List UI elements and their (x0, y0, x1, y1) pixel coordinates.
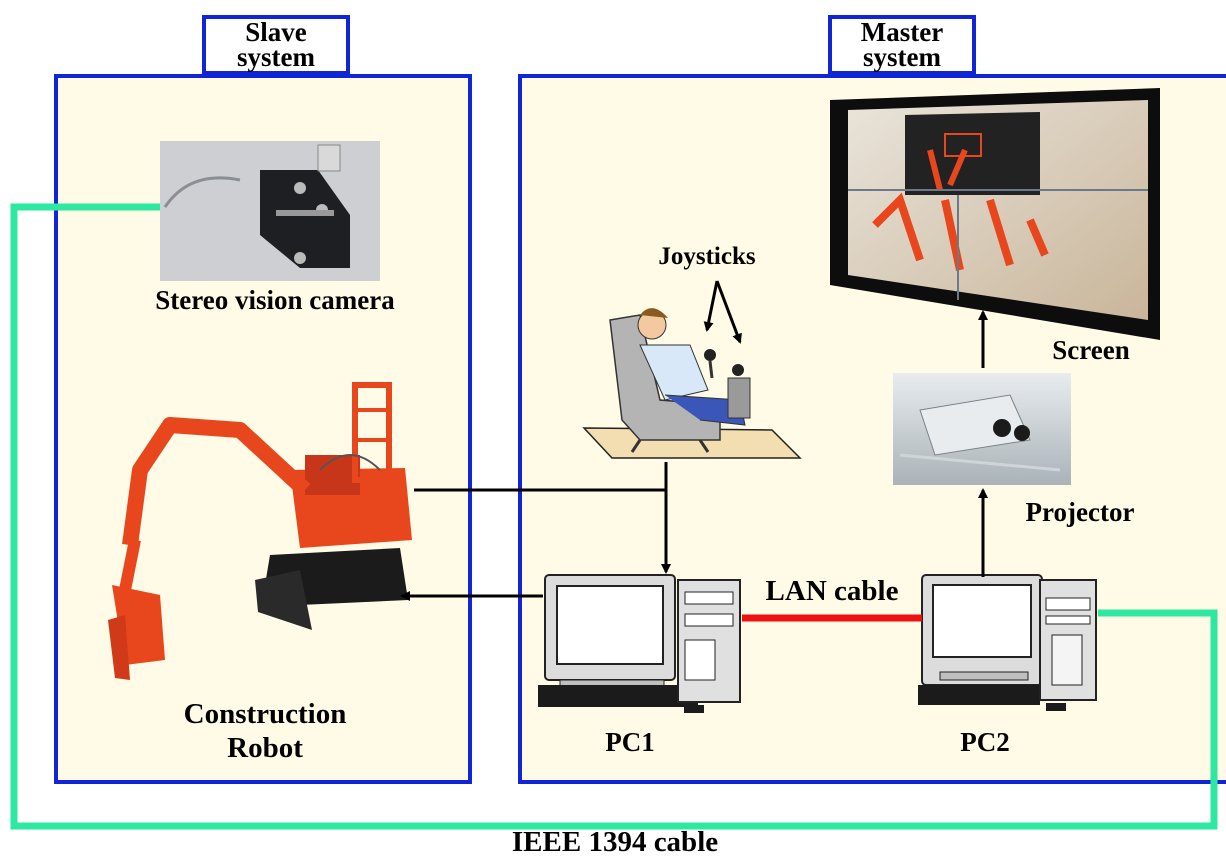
projection-screen (830, 88, 1160, 340)
pc2-computer (918, 574, 1097, 711)
construction-robot-label-line2: Robot (227, 732, 303, 764)
stereo-vision-camera (160, 141, 380, 281)
joystick-pointer-arrow (703, 280, 719, 332)
joysticks-label: Joysticks (658, 243, 756, 270)
master-system-title: Master system (828, 15, 976, 75)
pc1-label: PC1 (605, 727, 655, 757)
lan-cable-label: LAN cable (765, 575, 899, 607)
projector (893, 373, 1071, 485)
joystick-pointer-arrow (715, 280, 742, 344)
stereo-camera-label: Stereo vision camera (155, 285, 395, 315)
operator-with-joysticks (582, 308, 802, 459)
pc2-label: PC2 (960, 727, 1010, 757)
construction-robot (108, 382, 412, 680)
pc1-computer (538, 574, 741, 713)
screen-label: Screen (1052, 335, 1130, 365)
slave-system-title: Slave system (202, 15, 350, 75)
robot-to-pc1-arrow (414, 488, 671, 574)
ieee-1394-cable-label: IEEE 1394 cable (511, 826, 719, 858)
ieee-1394-cable (10, 203, 1218, 830)
construction-robot-label-line1: Construction (183, 698, 347, 730)
projector-label: Projector (1025, 497, 1135, 527)
